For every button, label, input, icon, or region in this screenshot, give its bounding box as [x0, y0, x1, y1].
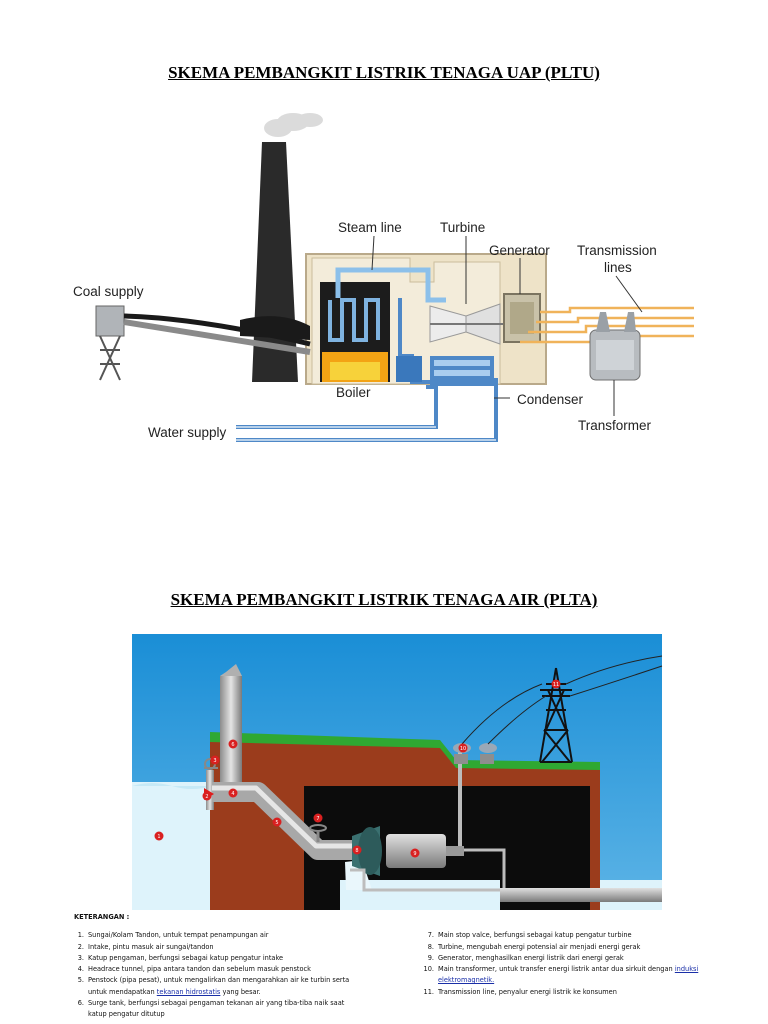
sky [132, 634, 662, 910]
label-water-supply: Water supply [148, 425, 227, 440]
list-item: 9.Generator, menghasilkan energi listrik… [427, 953, 624, 962]
transmission-wires [461, 655, 663, 745]
list-item: 8.Turbine, mengubah energi potensial air… [427, 942, 641, 951]
label-steam-line: Steam line [338, 220, 402, 235]
keterangan-right: 7.Main stop valce, berfungsi sebagai kat… [416, 930, 726, 1020]
svg-text:2: 2 [205, 794, 208, 800]
list-item: untuk mendapatkan tekanan hidrostatis ya… [88, 987, 261, 996]
list-item: 1.Sungai/Kolam Tandon, untuk tempat pena… [77, 931, 269, 940]
svg-text:4: 4 [231, 791, 234, 797]
condenser [430, 356, 494, 386]
svg-text:9: 9 [413, 851, 416, 857]
label-transmission-1: Transmission [577, 243, 657, 258]
powerhouse [304, 786, 590, 910]
label-transformer: Transformer [578, 418, 652, 433]
svg-text:3: 3 [213, 758, 216, 764]
list-item: 5.Penstock (pipa pesat), untuk mengalirk… [77, 976, 350, 985]
steam-line [335, 267, 446, 303]
reservoir [132, 782, 210, 910]
list-item: katup pengatur ditutup [88, 1010, 165, 1019]
keterangan-heading: KETERANGAN : [74, 913, 130, 921]
pltu-diagram: Steam line Turbine Generator Transmissio… [73, 113, 694, 442]
list-item: 2.Intake, pintu masuk air sungai/tandon [77, 942, 214, 951]
label-turbine: Turbine [440, 220, 485, 235]
list-item: 3.Katup pengaman, berfungsi sebagai katu… [77, 953, 284, 962]
list-item: 11.Transmission line, penyalur energi li… [423, 987, 617, 996]
keterangan: KETERANGAN : 1.Sungai/Kolam Tandon, untu… [66, 912, 726, 1021]
label-coal-supply: Coal supply [73, 284, 144, 299]
svg-text:8: 8 [355, 848, 358, 854]
main-transformer [453, 743, 497, 764]
pltu-title: SKEMA PEMBANGKIT LISTRIK TENAGA UAP (PLT… [168, 63, 600, 82]
transmission-lines [520, 306, 694, 344]
svg-text:1: 1 [157, 834, 160, 840]
transmission-tower [539, 667, 573, 763]
list-item: 10.Main transformer, untuk transfer ener… [423, 965, 699, 974]
turbine [429, 303, 510, 345]
coal-supply [95, 305, 311, 381]
label-transmission-2: lines [604, 260, 632, 275]
list-item: 7.Main stop valce, berfungsi sebagai kat… [427, 931, 632, 940]
link-elektromagnetik[interactable]: elektromagnetik. [438, 976, 495, 985]
svg-text:10: 10 [460, 746, 466, 752]
label-condenser: Condenser [517, 392, 584, 407]
svg-text:6: 6 [231, 742, 234, 748]
label-boiler: Boiler [336, 385, 371, 400]
svg-text:7: 7 [316, 816, 319, 822]
turbine [352, 826, 382, 876]
svg-text:11: 11 [553, 682, 559, 688]
keterangan-left: 1.Sungai/Kolam Tandon, untuk tempat pena… [66, 930, 416, 1020]
svg-text:5: 5 [275, 820, 278, 826]
link-tekanan-hidrostatis[interactable]: tekanan hidrostatis [156, 987, 221, 996]
transformer [589, 312, 641, 381]
ground [210, 736, 600, 910]
generator [386, 834, 446, 868]
list-item: elektromagnetik. [416, 975, 726, 986]
penstock [212, 782, 364, 860]
list-item: 4.Headrace tunnel, pipa antara tandon da… [77, 965, 311, 974]
smoke [264, 113, 323, 137]
plta-title: SKEMA PEMBANGKIT LISTRIK TENAGA AIR (PLT… [170, 590, 598, 609]
label-generator: Generator [489, 243, 550, 258]
list-item: 6.Surge tank, berfungsi sebagai pengaman… [77, 999, 345, 1008]
surge-tank [220, 676, 242, 796]
link-induksi[interactable]: induksi [674, 965, 699, 974]
plta-markers: 1 2 3 4 5 6 7 8 9 10 11 [154, 679, 561, 858]
